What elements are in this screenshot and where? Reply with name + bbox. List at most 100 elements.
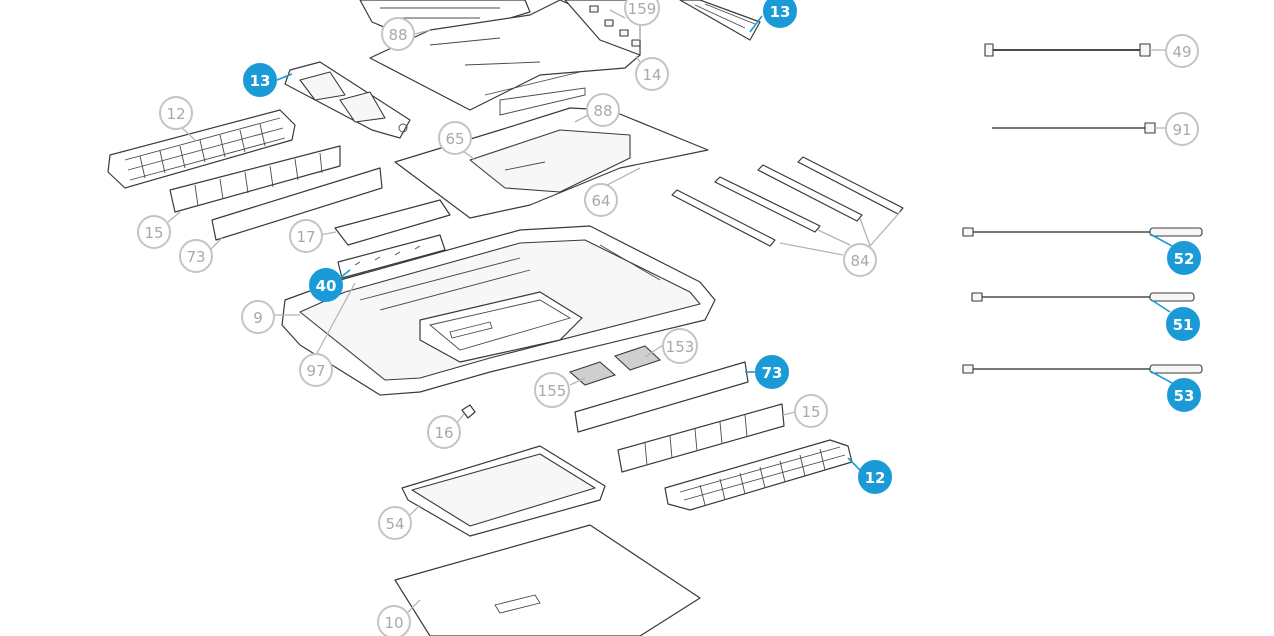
callout-bubble [794, 394, 828, 428]
callout-54[interactable]: 54 [378, 506, 412, 540]
callout-number: 13 [250, 72, 271, 90]
callout-bubble [635, 57, 669, 91]
callout-16[interactable]: 16 [427, 415, 461, 449]
part-17-bracket [334, 199, 451, 246]
callout-bubble [241, 300, 275, 334]
callout-number: 13 [770, 3, 791, 21]
part-9-main-housing [281, 225, 716, 396]
part-13-grille-holder-left [284, 61, 411, 139]
callout-number: 53 [1174, 387, 1195, 405]
callout-number: 12 [166, 105, 185, 123]
callout-84[interactable]: 84 [843, 243, 877, 277]
callout-65[interactable]: 65 [438, 121, 472, 155]
part-91-probe [992, 122, 1156, 134]
part-13-grille-holder-top [679, 0, 761, 41]
part-88-insulation-sheet-top [369, 0, 641, 111]
callout-bubble [1167, 378, 1201, 412]
callout-bubble [624, 0, 660, 26]
part-54-gasket-frame [401, 445, 606, 537]
callout-bubble [299, 353, 333, 387]
part-52-sensor [962, 227, 1203, 237]
callout-14[interactable]: 14 [635, 57, 669, 91]
callout-number: 9 [253, 309, 263, 327]
callout-52-highlighted[interactable]: 52 [1167, 241, 1201, 275]
callout-bubble [1166, 307, 1200, 341]
callout-number: 52 [1174, 250, 1195, 268]
part-84-sealing-strips [671, 156, 904, 247]
callout-49[interactable]: 49 [1165, 34, 1199, 68]
callout-bubble [534, 372, 570, 408]
callout-73-highlighted[interactable]: 73 [755, 355, 789, 389]
callout-number: 10 [384, 614, 403, 632]
callout-number: 51 [1173, 316, 1194, 334]
callout-bubble [1167, 241, 1201, 275]
callout-number: 84 [850, 252, 869, 270]
part-10-bottom-panel [394, 524, 701, 636]
callout-bubble [584, 183, 618, 217]
callout-73[interactable]: 73 [179, 239, 213, 273]
callout-bubble [159, 96, 193, 130]
callout-number: 88 [593, 102, 612, 120]
callout-bubble [381, 17, 415, 51]
callout-bubble [1165, 112, 1199, 146]
callout-97[interactable]: 97 [299, 353, 333, 387]
callout-bubble [438, 121, 472, 155]
leader-lines [167, 9, 1173, 613]
callout-number: 15 [801, 403, 820, 421]
part-49-cable [984, 43, 1151, 57]
part-159-clips [564, 0, 641, 56]
part-73-foam-strip-right [574, 361, 749, 433]
callout-12-highlighted[interactable]: 12 [858, 460, 892, 494]
callout-153[interactable]: 153 [662, 328, 698, 364]
callout-17[interactable]: 17 [289, 219, 323, 253]
callout-number: 155 [538, 382, 567, 400]
callout-bubble [179, 239, 213, 273]
callout-bubble [843, 243, 877, 277]
callout-15[interactable]: 15 [137, 215, 171, 249]
callout-number: 88 [388, 26, 407, 44]
callout-bubble [377, 605, 411, 636]
callout-bubble [662, 328, 698, 364]
callout-155[interactable]: 155 [534, 372, 570, 408]
callout-64[interactable]: 64 [584, 183, 618, 217]
callout-88[interactable]: 88 [381, 17, 415, 51]
callout-51-highlighted[interactable]: 51 [1166, 307, 1200, 341]
callout-number: 54 [385, 515, 404, 533]
callout-number: 97 [306, 362, 325, 380]
callout-number: 16 [434, 424, 453, 442]
callout-bubble [309, 268, 343, 302]
callout-number: 65 [445, 130, 464, 148]
callout-159[interactable]: 159 [624, 0, 660, 26]
part-15-filter-left [169, 145, 341, 213]
callout-13-highlighted[interactable]: 13 [243, 63, 277, 97]
part-51-sensor [971, 292, 1195, 302]
callout-88[interactable]: 88 [586, 93, 620, 127]
callout-number: 15 [144, 224, 163, 242]
callout-91[interactable]: 91 [1165, 112, 1199, 146]
callout-number: 153 [666, 338, 695, 356]
callout-bubble [243, 63, 277, 97]
part-12-grille-frame-left [107, 109, 296, 189]
callout-number: 91 [1172, 121, 1191, 139]
part-53-sensor [962, 364, 1203, 374]
part-12-grille-frame-right [664, 439, 853, 511]
callout-40-highlighted[interactable]: 40 [309, 268, 343, 302]
callout-10[interactable]: 10 [377, 605, 411, 636]
callout-number: 64 [591, 192, 610, 210]
callout-number: 73 [186, 248, 205, 266]
callout-bubble [755, 355, 789, 389]
callout-bubble [763, 0, 797, 28]
callout-bubble [858, 460, 892, 494]
callout-bubble [586, 93, 620, 127]
callout-12[interactable]: 12 [159, 96, 193, 130]
callout-15[interactable]: 15 [794, 394, 828, 428]
callout-9[interactable]: 9 [241, 300, 275, 334]
callout-bubble [1165, 34, 1199, 68]
callout-13-highlighted[interactable]: 13 [763, 0, 797, 28]
callout-53-highlighted[interactable]: 53 [1167, 378, 1201, 412]
callout-number: 159 [628, 0, 657, 18]
callout-bubble [289, 219, 323, 253]
callout-bubble [378, 506, 412, 540]
